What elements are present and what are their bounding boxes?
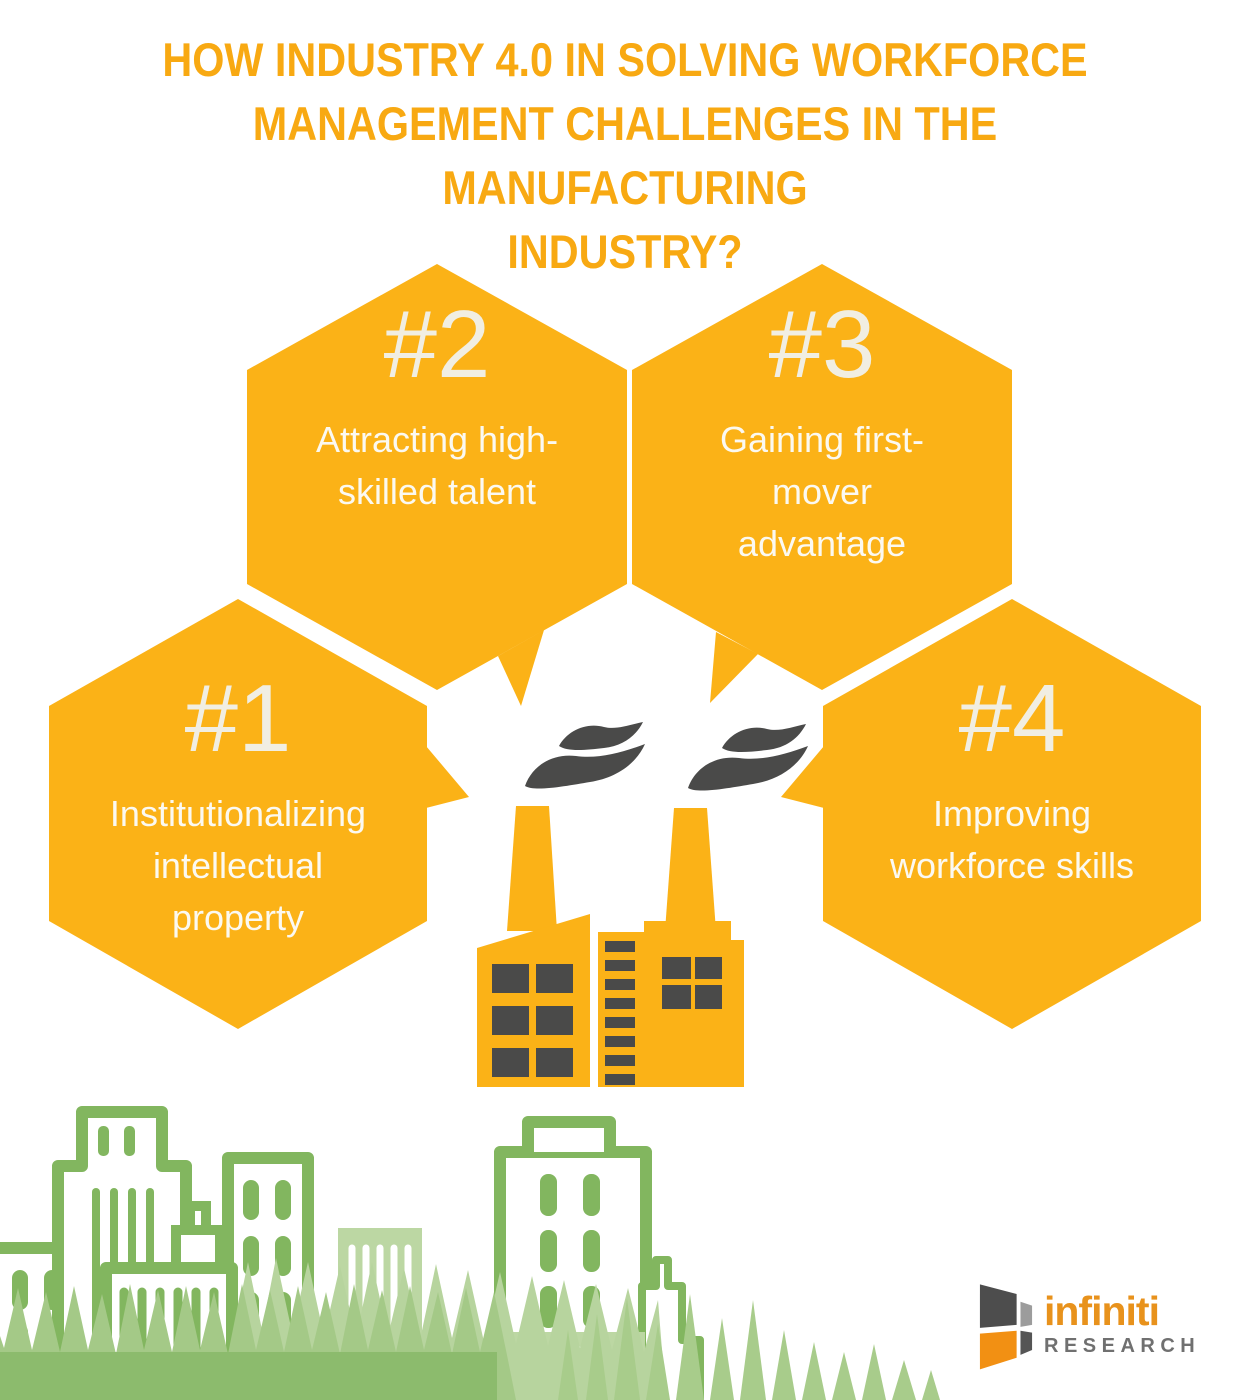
infiniti-research-logo: infiniti RESEARCH <box>978 1274 1200 1372</box>
hexagon-3-tail <box>710 632 758 703</box>
grass-ground-strip <box>0 1352 497 1400</box>
hexagon-group <box>49 264 1201 1029</box>
logo-text: infiniti RESEARCH <box>1044 1290 1200 1357</box>
hexagon-4-number: #4 <box>958 665 1066 772</box>
hexagon-3-text: #3 Gaining first- mover advantage <box>647 292 997 570</box>
hexagon-3-shape <box>632 264 1012 690</box>
hexagon-4-label: Improving workforce skills <box>889 793 1135 886</box>
factory-chimney-right <box>665 808 716 931</box>
factory-windows <box>492 941 722 1085</box>
grass-right-tufts <box>558 1294 940 1400</box>
hexagon-2-number: #2 <box>383 291 491 398</box>
factory-chimney-left <box>507 806 557 931</box>
factory-left-block <box>477 914 590 1087</box>
hexagon-2-text: #2 Attracting high- skilled talent <box>262 292 612 518</box>
hexagon-3-label: Gaining first- mover advantage <box>719 419 925 564</box>
factory-right-step <box>731 940 744 1087</box>
hexagon-1-text: #1 Institutionalizing intellectual prope… <box>63 666 413 944</box>
hexagon-4-tail <box>781 746 824 808</box>
hexagon-2-label: Attracting high- skilled talent <box>315 419 559 512</box>
hexagon-1-tail <box>426 746 469 808</box>
hexagon-1-shape <box>49 599 427 1029</box>
smoke-left-icon <box>525 722 645 789</box>
hexagon-1-number: #1 <box>184 665 292 772</box>
hexagon-1-label: Institutionalizing intellectual property <box>109 793 367 938</box>
smoke-right-icon <box>688 724 808 791</box>
hexagon-2-shape <box>247 264 627 690</box>
factory-icon <box>477 722 808 1087</box>
title-line-3: INDUSTRY? <box>507 225 743 278</box>
hexagon-4-shape <box>823 599 1201 1029</box>
grass <box>0 1258 940 1400</box>
page-title: HOW INDUSTRY 4.0 IN SOLVING WORKFORCE MA… <box>75 28 1175 284</box>
title-line-2: MANAGEMENT CHALLENGES IN THE MANUFACTURI… <box>252 97 998 214</box>
hexagon-3-number: #3 <box>768 291 876 398</box>
hexagon-2-tail <box>498 630 544 706</box>
hexagon-4-text: #4 Improving workforce skills <box>837 666 1187 892</box>
logo-window-icon <box>979 1284 1033 1370</box>
logo-subtitle: RESEARCH <box>1044 1335 1201 1357</box>
logo-brand: infiniti <box>1044 1288 1160 1334</box>
title-line-1: HOW INDUSTRY 4.0 IN SOLVING WORKFORCE <box>162 33 1088 86</box>
